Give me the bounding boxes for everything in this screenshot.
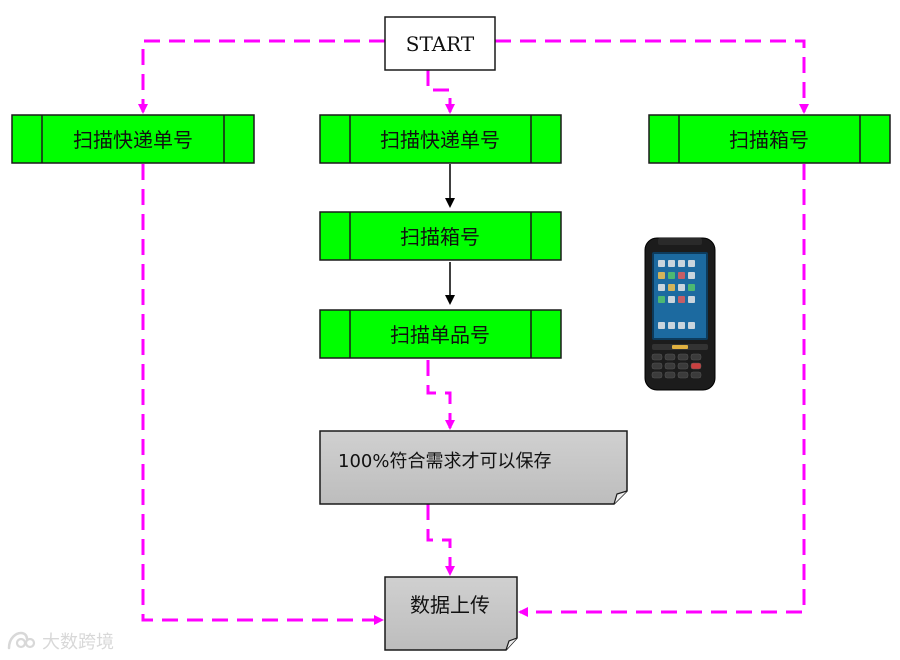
flow-item-to-note [426, 360, 455, 430]
process-label: 扫描快递单号 [380, 128, 500, 152]
flow-note-to-upload [426, 504, 455, 576]
watermark: 大数跨境 [6, 628, 114, 654]
process-label: 扫描快递单号 [73, 128, 193, 152]
flow-start-to-center [426, 70, 455, 114]
process-label: 扫描箱号 [729, 128, 809, 152]
requirement-note: 100%符合需求才可以保存 [319, 430, 628, 505]
process-label: 扫描箱号 [400, 225, 480, 249]
process-label: 扫描单品号 [390, 323, 490, 347]
process-center-scan-item: 扫描单品号 [319, 309, 562, 359]
start-node: START [384, 16, 496, 71]
flow-start-to-left [138, 39, 385, 114]
flow-right-to-upload [518, 164, 806, 617]
start-label: START [406, 32, 475, 56]
process-center-scan-box: 扫描箱号 [319, 211, 562, 261]
process-left-scan-express: 扫描快递单号 [11, 114, 255, 164]
process-right-scan-box: 扫描箱号 [648, 114, 891, 164]
upload-label: 数据上传 [410, 593, 490, 617]
watermark-text: 大数跨境 [42, 632, 114, 653]
brand-logo-icon [7, 631, 36, 650]
flow-start-to-right [495, 39, 809, 114]
process-center-scan-express: 扫描快递单号 [319, 114, 562, 164]
handheld-scanner-icon [644, 237, 716, 391]
flow-left-to-upload [141, 164, 384, 625]
upload-node: 数据上传 [384, 576, 518, 651]
requirement-note-label: 100%符合需求才可以保存 [338, 451, 551, 472]
